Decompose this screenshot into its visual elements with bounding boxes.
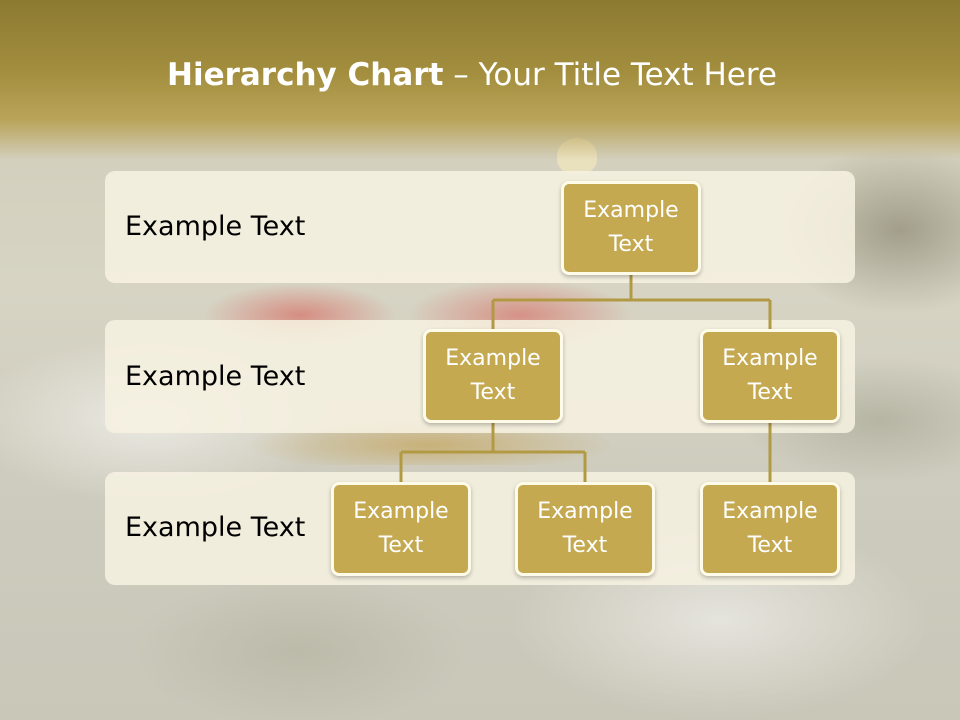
- node-level3-left-2-label: Example Text: [537, 499, 633, 558]
- title-band: [0, 0, 960, 160]
- node-level2-left-label: Example Text: [445, 346, 541, 405]
- level-label-1: Example Text: [125, 211, 306, 242]
- node-level2-left[interactable]: Example Text: [423, 329, 563, 423]
- node-root[interactable]: Example Text: [561, 181, 701, 275]
- node-level3-left-1[interactable]: Example Text: [331, 482, 471, 576]
- node-level3-left-1-label: Example Text: [353, 499, 449, 558]
- slide-title-bold: Hierarchy Chart: [167, 57, 444, 93]
- node-level2-right-label: Example Text: [722, 346, 818, 405]
- node-level3-right-label: Example Text: [722, 499, 818, 558]
- level-band-1: [105, 171, 855, 283]
- level-label-3: Example Text: [125, 512, 306, 543]
- slide-title-rest: – Your Title Text Here: [443, 57, 777, 93]
- node-level2-right[interactable]: Example Text: [700, 329, 840, 423]
- node-level3-right[interactable]: Example Text: [700, 482, 840, 576]
- node-level3-left-2[interactable]: Example Text: [515, 482, 655, 576]
- node-root-label: Example Text: [583, 198, 679, 257]
- level-label-2: Example Text: [125, 361, 306, 392]
- slide-title: Hierarchy Chart – Your Title Text Here: [0, 54, 944, 96]
